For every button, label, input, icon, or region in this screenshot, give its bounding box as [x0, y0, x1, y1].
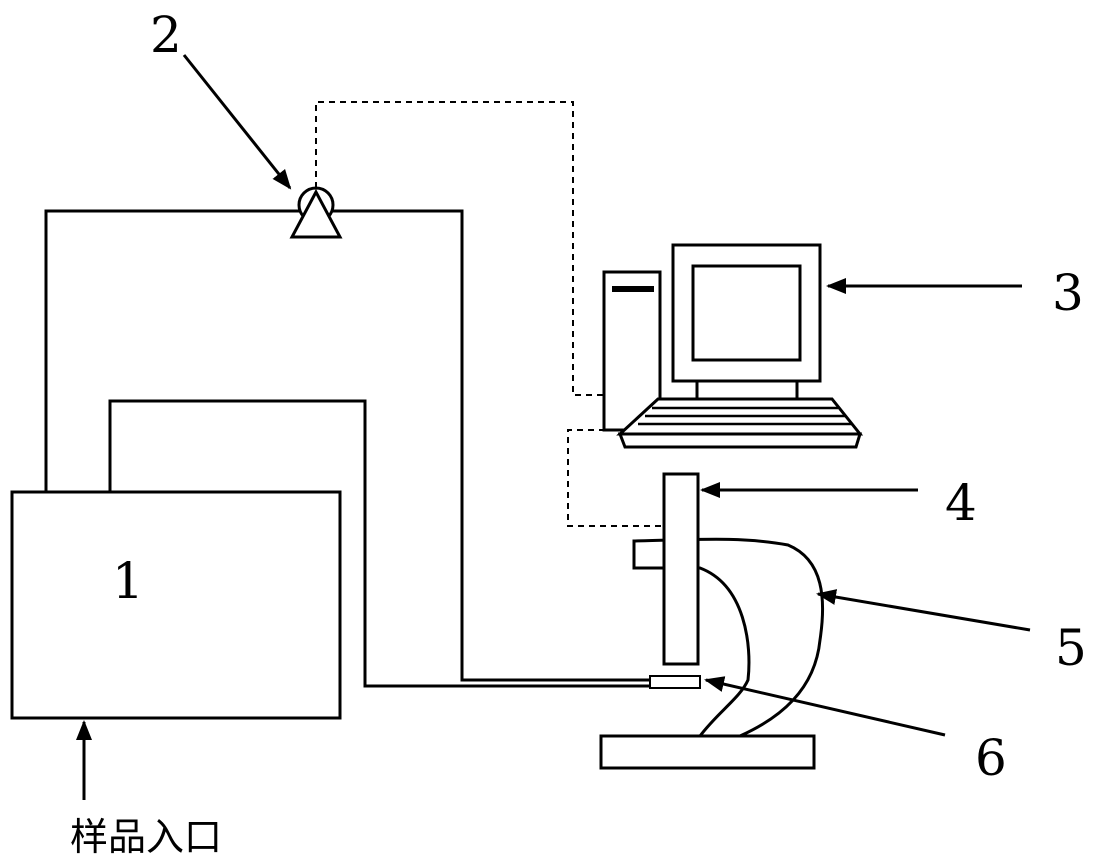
label-6: 6 [975, 729, 1007, 787]
outer-tubing [44, 209, 650, 682]
probe-pointer-arrow [704, 676, 946, 737]
stand-icon [599, 537, 825, 770]
stand-pointer-arrow [816, 589, 1031, 632]
computer-icon [602, 243, 864, 449]
label-4: 4 [945, 474, 977, 532]
detector-column [662, 472, 700, 666]
detector-signal-line [567, 429, 664, 527]
label-5: 5 [1055, 619, 1087, 677]
pump-pointer-arrow [182, 54, 292, 190]
probe-tip [649, 675, 701, 689]
label-3: 3 [1052, 264, 1084, 322]
label-1: 1 [112, 552, 144, 610]
sample-container [10, 490, 342, 720]
pump-signal-line [315, 101, 605, 396]
inner-tubing [108, 399, 650, 688]
pump-icon [289, 186, 343, 239]
label-2: 2 [150, 6, 182, 64]
sample-inlet-label: 样品入口 [70, 815, 222, 859]
